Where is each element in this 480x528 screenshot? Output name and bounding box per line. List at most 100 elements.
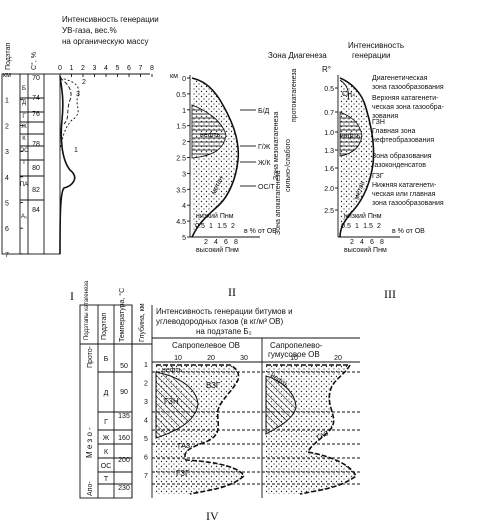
panel2-high-label: высокий Пнм [196,246,239,254]
panel4-hum-oil [265,375,297,435]
panel2-high-tick: 6 [224,239,228,246]
panel2-stage-mark: Ж/К [258,160,271,167]
panel2-low-tick: 1.5 [217,223,227,230]
panel4-depth: 4 [144,418,148,425]
panel2-proto: протокатагенеза [291,68,298,122]
panel3-envelope [339,77,375,238]
panel4-hum-tick: 20 [334,355,342,362]
panel1-x-tick: 1 [70,65,74,72]
panel2-roman: II [228,285,236,299]
panel4-temp: 230 [118,485,130,492]
panel4-substage: Б [104,356,109,363]
panel4-depth: 3 [144,399,148,406]
panel2-y-tick: 2.5 [176,156,186,163]
panel3-zone-text: Главная зона [372,128,415,135]
panel1-carbon: 70 [32,75,40,82]
panel4-col-sub: Подэтап [101,313,108,340]
panel3-zone-text: нефтеобразования [372,136,434,144]
panel1-x-tick: 5 [116,65,120,72]
panel1-y-tick: 6 [5,226,9,233]
panel4-temp: 50 [120,363,128,370]
panel4-depth: 5 [144,436,148,443]
panel1-y-tick: 1 [5,98,9,105]
panel1-y-tick: 5 [5,201,9,208]
panel3-zone-text: Диагенетическая [372,75,428,82]
panel4-sapro-envelope [156,364,245,495]
panel3-zone-text: зона газообразования [372,199,444,207]
panel3-y-tick: 2.0 [324,186,334,193]
panel2-oil-area [191,104,227,159]
panel1-carbon: 84 [32,207,40,214]
panel2-apo: Зона апокатагенеза [275,171,282,235]
panel4-depth: 6 [144,455,148,462]
panel2-y-tick: 4.5 [176,219,186,226]
panel3-low-tick: 2 [377,223,381,230]
panel1-stage: Д [22,100,26,106]
panel4-sapro-hum-2: гумусовое ОВ [268,350,320,359]
panel1-carbon: 82 [32,187,40,194]
panel4-group-apo: Апо- [87,481,94,496]
panel3-high-tick: 8 [380,239,384,246]
panel3-low-tick: 1.5 [363,223,373,230]
panel4-gaz: ГАЗ [178,443,190,450]
panel3-y-ticks: 0.50.71.01.31.62.02.5 [324,86,338,215]
panel1-y-tick: 7 [5,252,9,259]
panel1-carbon: 74 [32,95,40,102]
panel4-sapro-oil [155,371,199,439]
panel3-y-tick: 2.5 [324,208,334,215]
panel1-depth-unit: км [3,72,11,79]
panel2-y-tick: 2 [182,140,186,147]
panel3-y-tick: 1.3 [324,148,334,155]
panel2-y-tick: 1.5 [176,124,186,131]
panel1-title-1: Интенсивность генерации [62,15,159,24]
panel2-stage-mark: Б/Д [258,108,270,115]
panel4-col-temp: Температура, °С [118,288,126,342]
panel2-low-tick: 2 [231,223,235,230]
panel1-carbon: 76 [32,111,40,118]
panel1-stage: А₁ [21,214,27,220]
panel1-curve-label-1: 1 [74,147,78,154]
panel-3: Интенсивность генерации R° 0.50.71.01.31… [322,41,445,301]
panel3-r-label: R° [322,65,331,74]
panel3-y-tick: 0.7 [324,110,334,117]
panel1-stage: Г [22,114,26,120]
panel4-vzg: ВЗГ [206,381,221,390]
panel-2: км 00.511.522.533.544.55 нефть метан Зон… [170,51,327,299]
panel2-low-tick: 0.5 [195,223,205,230]
panel4-temp: 160 [118,435,130,442]
panel4-roman: IV [206,509,219,523]
panel4-hum-envelope [266,364,358,495]
panel4-substage: Ж [103,435,110,442]
panel4-title-3: на подэтапе Б₂ [196,327,252,336]
panel1-title-3: на органическую массу [62,37,148,46]
panel3-zone-text: Зона образования [372,152,432,160]
panel2-y-tick: 3.5 [176,187,186,194]
panel2-meso: Зона мезокатагенеза [273,112,280,180]
panel2-y-tick: 0 [182,76,186,83]
panel2-stage-mark: ОС/Т [258,184,275,191]
panel4-temp: 90 [120,389,128,396]
panel2-y-tick: 4 [182,203,186,210]
panel1-curve-label-3: 3 [76,91,80,98]
panel4-hum-tick: 10 [290,355,298,362]
panel2-y-unit: км [170,73,178,80]
panel4-gzn: ГЗН [164,397,179,406]
panel4-title-1: Интенсивность генерации битумов и [156,307,293,316]
panel4-substage: Т [104,476,109,483]
panel3-high-label: высокий Пнм [344,246,387,254]
panel4-depth: 1 [144,362,148,369]
panel1-x-tick: 4 [104,65,108,72]
panel1-col-carbon: C°, % [30,52,38,70]
panel4-substage: Д [104,390,109,397]
panel1-curve-label-2: 2 [82,79,86,86]
panel1-x-tick: 3 [93,65,97,72]
panel2-stage-mark: Г/Ж [258,144,271,151]
